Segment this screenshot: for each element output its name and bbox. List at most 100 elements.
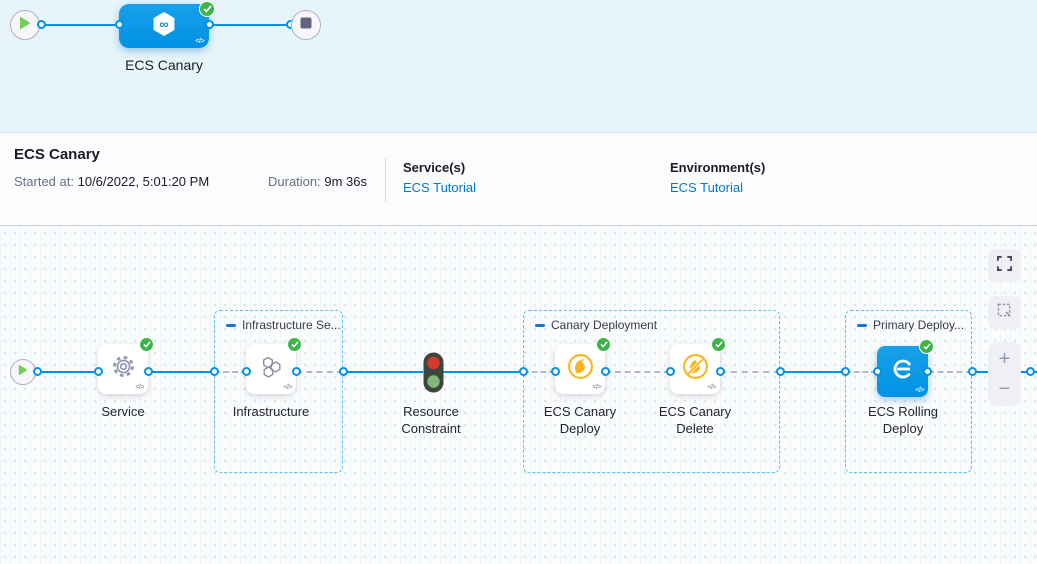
edge-dashed bbox=[928, 371, 972, 373]
duration-value: 9m 36s bbox=[324, 174, 368, 189]
svg-text:∞: ∞ bbox=[159, 16, 168, 31]
group-header[interactable]: Infrastructure Se... bbox=[226, 318, 341, 332]
edge bbox=[40, 24, 119, 26]
group-header[interactable]: Primary Deploy... bbox=[857, 318, 964, 332]
edge bbox=[36, 371, 98, 373]
connector-point bbox=[37, 20, 46, 29]
step-label: Infrastructure bbox=[232, 404, 310, 419]
connector-point bbox=[776, 367, 785, 376]
services-link[interactable]: ECS Tutorial bbox=[403, 180, 476, 195]
connector-point bbox=[968, 367, 977, 376]
edge-dashed bbox=[296, 371, 343, 373]
edge bbox=[443, 371, 523, 373]
connector-point bbox=[339, 367, 348, 376]
step-infrastructure[interactable]: </> bbox=[246, 337, 302, 394]
group-label: Primary Deploy... bbox=[873, 318, 965, 332]
execution-graph-canvas[interactable]: Infrastructure Se... Canary Deployment P… bbox=[0, 227, 1037, 564]
environments-link[interactable]: ECS Tutorial bbox=[670, 180, 743, 195]
stage-node-ecs-canary[interactable]: ∞ </> bbox=[119, 4, 209, 48]
edge-dashed bbox=[720, 371, 780, 373]
zoom-controls: + − bbox=[988, 342, 1021, 406]
connector-point bbox=[115, 20, 124, 29]
cd-hexagon-icon: ∞ bbox=[150, 10, 178, 43]
environments-label: Environment(s) bbox=[670, 160, 766, 175]
success-check-icon bbox=[139, 337, 154, 352]
traffic-light-icon bbox=[423, 352, 444, 397]
group-canary-deployment[interactable]: Canary Deployment bbox=[523, 310, 780, 473]
connector-point bbox=[923, 367, 932, 376]
divider bbox=[385, 158, 386, 202]
edge-dashed bbox=[523, 371, 555, 373]
services-label: Service(s) bbox=[403, 160, 466, 175]
step-label: ECS Canary Deploy bbox=[543, 404, 617, 436]
step-service[interactable]: </> bbox=[98, 337, 154, 394]
connector-point bbox=[601, 367, 610, 376]
edge-dashed bbox=[605, 371, 670, 373]
code-icon: </> bbox=[195, 38, 204, 45]
step-ecs-canary-delete[interactable]: </> bbox=[670, 337, 726, 394]
zoom-in-button[interactable]: + bbox=[998, 348, 1011, 370]
step-label: Resource Constraint bbox=[401, 404, 461, 436]
pipeline-minimap: ∞ </> ECS Canary bbox=[0, 0, 1037, 133]
pipeline-stop-node[interactable] bbox=[291, 10, 321, 40]
step-resource-constraint[interactable] bbox=[423, 352, 444, 398]
success-check-icon bbox=[919, 339, 934, 354]
code-icon: </> bbox=[283, 384, 292, 391]
selection-mode-button[interactable] bbox=[988, 296, 1021, 329]
fullscreen-button[interactable] bbox=[988, 249, 1021, 282]
started-at-value: 10/6/2022, 5:01:20 PM bbox=[77, 174, 210, 189]
connector-point bbox=[1026, 367, 1035, 376]
stop-icon bbox=[300, 16, 312, 34]
marquee-select-icon bbox=[997, 303, 1012, 323]
connector-point bbox=[94, 367, 103, 376]
edge bbox=[148, 371, 214, 373]
pipeline-title: ECS Canary bbox=[14, 146, 100, 163]
group-infrastructure-section[interactable]: Infrastructure Se... bbox=[214, 310, 343, 473]
stage-label: ECS Canary bbox=[125, 57, 203, 73]
play-icon bbox=[19, 16, 31, 35]
code-icon: </> bbox=[592, 384, 601, 391]
success-check-icon bbox=[199, 1, 215, 17]
connector-point bbox=[841, 367, 850, 376]
started-at: Started at: 10/6/2022, 5:01:20 PM bbox=[14, 174, 210, 189]
group-primary-deployment[interactable]: Primary Deploy... bbox=[845, 310, 972, 473]
group-header[interactable]: Canary Deployment bbox=[535, 318, 657, 332]
success-check-icon bbox=[596, 337, 611, 352]
code-icon: </> bbox=[707, 384, 716, 391]
edge-dashed bbox=[214, 371, 247, 373]
group-label: Canary Deployment bbox=[551, 318, 658, 332]
ecs-swirl-icon bbox=[890, 356, 916, 387]
edge bbox=[780, 371, 845, 373]
canary-deploy-icon bbox=[567, 353, 594, 385]
pipeline-start-node[interactable] bbox=[10, 10, 40, 40]
step-ecs-rolling-deploy[interactable]: </> bbox=[877, 339, 934, 397]
play-icon bbox=[18, 363, 28, 381]
success-check-icon bbox=[287, 337, 302, 352]
step-label: ECS Rolling Deploy bbox=[867, 404, 939, 436]
connector-point bbox=[292, 367, 301, 376]
connector-point bbox=[205, 20, 214, 29]
collapse-icon[interactable] bbox=[226, 323, 236, 327]
group-label: Infrastructure Se... bbox=[242, 318, 341, 332]
code-icon: </> bbox=[915, 387, 924, 394]
connector-point bbox=[873, 367, 882, 376]
edge-dashed bbox=[845, 371, 877, 373]
edge bbox=[343, 371, 423, 373]
connector-point bbox=[33, 367, 42, 376]
step-ecs-canary-deploy[interactable]: </> bbox=[555, 337, 611, 394]
zoom-out-button[interactable]: − bbox=[998, 378, 1011, 400]
connector-point bbox=[716, 367, 725, 376]
fullscreen-icon bbox=[997, 255, 1012, 276]
canary-delete-icon bbox=[682, 353, 709, 385]
step-label: Service bbox=[101, 404, 145, 419]
collapse-icon[interactable] bbox=[857, 323, 867, 327]
success-check-icon bbox=[711, 337, 726, 352]
connector-point bbox=[551, 367, 560, 376]
execution-info-bar: ECS Canary Started at: 10/6/2022, 5:01:2… bbox=[0, 134, 1037, 226]
connector-point bbox=[666, 367, 675, 376]
step-label: ECS Canary Delete bbox=[658, 404, 732, 436]
connector-point bbox=[210, 367, 219, 376]
connector-point bbox=[144, 367, 153, 376]
collapse-icon[interactable] bbox=[535, 323, 545, 327]
hexagons-icon bbox=[258, 354, 284, 385]
